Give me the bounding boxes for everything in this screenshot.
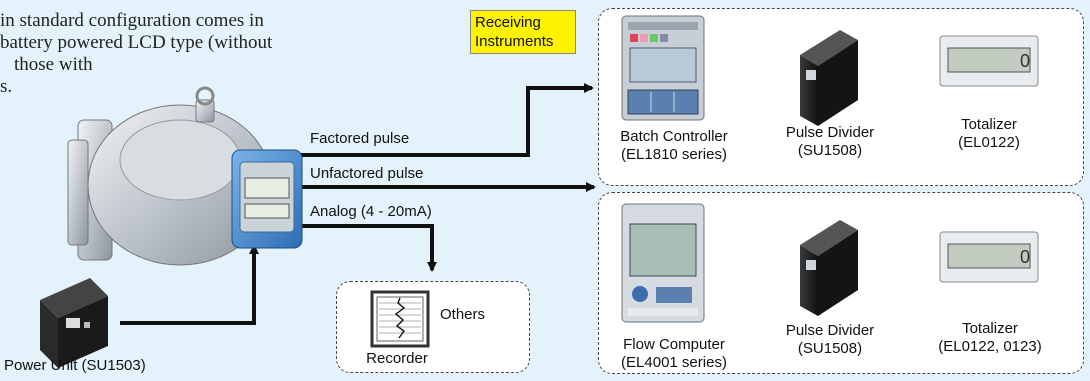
factored-pulse-label: Factored pulse [310, 130, 410, 147]
flow-computer-name: Flow Computer [623, 336, 725, 353]
analog-line [300, 224, 437, 272]
totalizer-label-top: Totalizer (EL0122) [934, 116, 1044, 152]
batch-controller-name: Batch Controller [620, 128, 728, 145]
pulse-divider-image-top [800, 30, 858, 126]
flow-computer-model: (EL4001 series) [621, 354, 727, 371]
recorder-label: Recorder [366, 350, 428, 367]
power-unit-label: Power Unit (SU1503) [4, 357, 146, 374]
badge-line-2: Instruments [475, 33, 554, 50]
totalizer-bottom-name: Totalizer [962, 320, 1018, 337]
intro-line-4: s. [0, 76, 13, 97]
pulse-divider-top-model: (SU1508) [797, 142, 863, 159]
batch-controller-label: Batch Controller (EL1810 series) [604, 128, 744, 164]
totalizer-top-model: (EL0122) [958, 134, 1020, 151]
totalizer-image-top: 0 [939, 35, 1039, 87]
intro-line-3: those with [14, 54, 93, 75]
others-label: Others [440, 306, 486, 323]
factored-pulse-line [300, 83, 594, 157]
flow-meter-image [67, 86, 303, 266]
recorder-image [370, 290, 430, 348]
pulse-divider-label-top: Pulse Divider (SU1508) [770, 124, 890, 160]
recorder-group [336, 281, 530, 373]
totalizer-top-name: Totalizer [961, 116, 1017, 133]
totalizer-label-bottom: Totalizer (EL0122, 0123) [920, 320, 1060, 356]
pulse-divider-image-bottom [800, 220, 858, 316]
unfactored-pulse-label: Unfactored pulse [310, 165, 424, 182]
badge-line-1: Receiving [475, 14, 541, 31]
totalizer-top-digit: 0 [1020, 51, 1030, 71]
pulse-divider-label-bottom: Pulse Divider (SU1508) [770, 322, 890, 358]
flow-computer-label: Flow Computer (EL4001 series) [604, 336, 744, 372]
batch-controller-model: (EL1810 series) [621, 146, 727, 163]
batch-controller-image [621, 15, 705, 121]
intro-line-1: in standard configuration comes in [0, 10, 264, 31]
power-unit-image [40, 278, 108, 368]
totalizer-bottom-digit: 0 [1020, 247, 1030, 267]
receiving-instruments-badge: Receiving Instruments [470, 10, 576, 54]
pulse-divider-bottom-model: (SU1508) [797, 340, 863, 357]
intro-line-2: battery powered LCD type (without [0, 32, 273, 53]
totalizer-bottom-model: (EL0122, 0123) [938, 338, 1042, 355]
analog-label: Analog (4 - 20mA) [310, 203, 432, 220]
flow-computer-image [621, 203, 705, 323]
pulse-divider-top-name: Pulse Divider [785, 124, 875, 141]
totalizer-image-bottom: 0 [939, 231, 1039, 283]
pulse-divider-bottom-name: Pulse Divider [785, 322, 875, 339]
power-line [120, 244, 259, 325]
